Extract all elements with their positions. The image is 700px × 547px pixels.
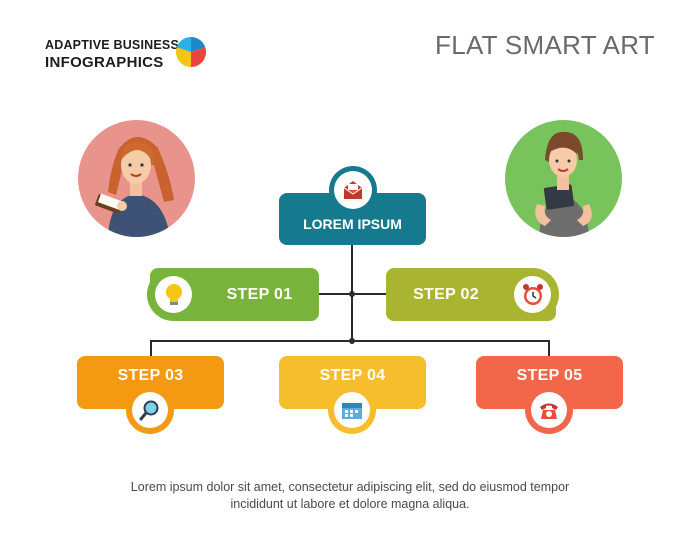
logo-line-1: ADAPTIVE BUSINESS bbox=[45, 38, 179, 52]
lightbulb-icon bbox=[165, 283, 182, 305]
step-04-label: STEP 04 bbox=[319, 366, 386, 384]
description-text: Lorem ipsum dolor sit amet, consectetur … bbox=[100, 479, 600, 513]
step-01-icon-holder bbox=[155, 276, 192, 313]
alarm-clock-icon bbox=[522, 283, 543, 305]
avatar-right bbox=[505, 120, 622, 237]
description-line-2: incididunt ut labore et dolore magna ali… bbox=[230, 497, 470, 511]
connector-step-03 bbox=[150, 340, 152, 356]
step-05-label: STEP 05 bbox=[516, 366, 583, 384]
logo-line-2: INFOGRAPHICS bbox=[45, 54, 164, 71]
calendar-icon bbox=[342, 403, 362, 419]
root-label: LOREM IPSUM bbox=[303, 216, 402, 232]
description-line-1: Lorem ipsum dolor sit amet, consectetur … bbox=[130, 480, 570, 494]
step-02-icon-holder bbox=[514, 276, 551, 313]
step-02-label: STEP 02 bbox=[413, 285, 479, 303]
envelope-icon bbox=[343, 181, 363, 199]
page-title: FLAT SMART ART bbox=[435, 30, 655, 60]
logo-text: ADAPTIVE BUSINESS INFOGRAPHICS bbox=[45, 37, 179, 71]
woman-with-notebook-illustration bbox=[95, 136, 174, 237]
root-icon-holder bbox=[334, 171, 372, 209]
step-04-icon-holder bbox=[334, 392, 370, 428]
connector-node bbox=[349, 338, 355, 344]
telephone-icon bbox=[540, 403, 558, 419]
connector-node bbox=[349, 291, 355, 297]
step-03-label: STEP 03 bbox=[117, 366, 184, 384]
pie-chart-icon bbox=[176, 37, 206, 67]
avatar-left bbox=[78, 120, 195, 237]
magnifier-icon bbox=[139, 400, 159, 421]
step-03-icon-holder bbox=[132, 392, 168, 428]
connector-step-05 bbox=[548, 340, 550, 356]
step-05-box: STEP 05 bbox=[476, 356, 623, 409]
step-05-icon-holder bbox=[531, 392, 567, 428]
step-01-label: STEP 01 bbox=[226, 285, 293, 303]
woman-with-tablet-illustration bbox=[535, 131, 592, 237]
